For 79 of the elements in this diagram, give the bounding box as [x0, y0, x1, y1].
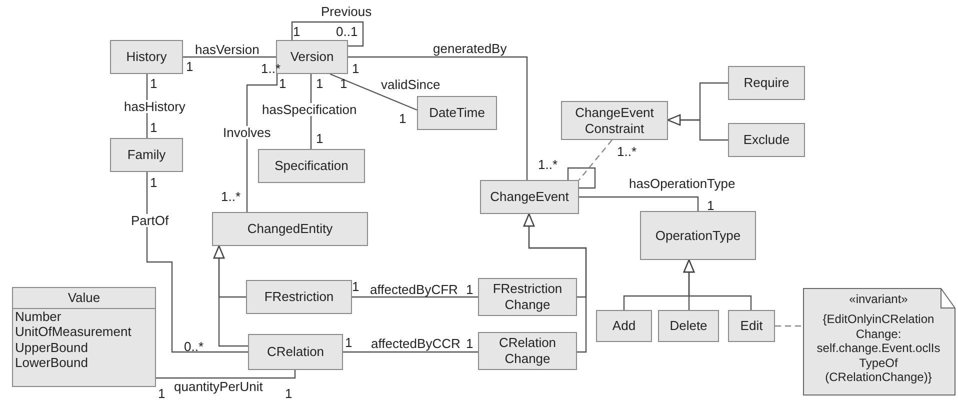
attribute-text: Number — [14, 308, 62, 324]
association-line — [291, 21, 364, 47]
generalization-arrow — [683, 259, 752, 310]
class-box: ChangedEntity — [212, 212, 368, 246]
edge-label: quantityPerUnit — [173, 380, 264, 393]
association-line — [246, 74, 278, 212]
class-box: CRelation — [248, 334, 343, 370]
class-box: ChangeEvent — [480, 180, 579, 214]
class-box: Delete — [658, 310, 719, 342]
multiplicity-label: 1 — [186, 60, 194, 73]
association-line — [156, 370, 296, 379]
dashed-connector — [578, 140, 612, 180]
multiplicity-label: 1 — [345, 336, 352, 349]
constraint-text: {EditOnlyinCRelation Change: self.change.Event.oclIs TypeOf (CRelationChange)} — [816, 312, 942, 384]
class-box: Add — [596, 310, 652, 342]
multiplicity-label: 1..* — [221, 190, 241, 203]
multiplicity-label: 1 — [285, 387, 292, 400]
edge-label: Previous — [320, 5, 373, 18]
edge-label: PartOf — [130, 214, 170, 227]
class-box: DateTime — [417, 96, 497, 130]
class-name: Value — [13, 288, 155, 309]
association-line — [146, 172, 248, 353]
multiplicity-label: 1 — [150, 176, 158, 189]
edge-label: hasOperationType — [628, 177, 736, 190]
multiplicity-label: 1 — [150, 121, 158, 134]
note-box — [803, 288, 956, 396]
edge-label: affectedByCCR — [370, 337, 462, 350]
multiplicity-label: 1 — [466, 337, 474, 350]
multiplicity-label: 1 — [293, 25, 300, 38]
class-box: Require — [728, 66, 805, 100]
edge-label: generatedBy — [432, 42, 508, 55]
multiplicity-label: 1 — [707, 199, 714, 212]
class-box — [12, 287, 156, 387]
class-box: FRestriction — [246, 280, 352, 314]
multiplicity-label: 1 — [352, 280, 360, 293]
multiplicity-label: 1 — [279, 77, 286, 90]
association-line — [183, 56, 276, 58]
generalization-arrow — [667, 114, 728, 141]
edge-label: Involves — [222, 126, 272, 139]
association-line — [330, 73, 418, 111]
generalization-arrow — [523, 213, 587, 353]
stereotype-text: «invariant» — [849, 292, 908, 306]
class-box: Edit — [728, 310, 775, 342]
multiplicity-label: 0..1 — [336, 25, 358, 38]
class-box: History — [110, 40, 183, 74]
association-line — [348, 56, 528, 180]
attribute-text: LowerBound — [14, 355, 89, 371]
class-box: Exclude — [728, 123, 805, 157]
attribute-text: UpperBound — [14, 340, 89, 356]
dashed-connector — [775, 325, 803, 327]
multiplicity-label: 1 — [352, 62, 360, 75]
association-line — [343, 351, 478, 353]
multiplicity-label: 1 — [466, 283, 474, 296]
association-line — [579, 196, 699, 211]
multiplicity-label: 1..* — [617, 145, 637, 158]
multiplicity-label: 1 — [316, 132, 324, 145]
edge-label: hasSpecification — [261, 103, 358, 116]
multiplicity-label: 1 — [158, 387, 166, 400]
multiplicity-label: 1 — [316, 77, 324, 90]
multiplicity-label: 1 — [399, 112, 406, 125]
edge-label: affectedByCFR — [369, 283, 459, 296]
class-box: Specification — [258, 149, 365, 183]
multiplicity-label: 1..* — [261, 62, 281, 75]
class-box: FRestriction Change — [478, 278, 577, 316]
multiplicity-label: 1..* — [538, 158, 558, 171]
edge-label: hasVersion — [194, 43, 260, 56]
class-box: CRelation Change — [478, 332, 577, 370]
class-box: ChangeEvent Constraint — [561, 101, 668, 140]
association-line — [352, 296, 478, 298]
attribute-text: UnitOfMeasurement — [14, 324, 132, 340]
multiplicity-label: 1 — [150, 77, 158, 90]
class-box: OperationType — [640, 211, 756, 260]
association-line — [567, 167, 596, 189]
edge-label: validSince — [380, 78, 442, 91]
generalization-arrow — [213, 245, 248, 347]
edge-label: hasHistory — [123, 100, 186, 113]
multiplicity-label: 1 — [340, 77, 348, 90]
multiplicity-label: 0..* — [184, 340, 204, 353]
class-box: Family — [110, 138, 183, 172]
